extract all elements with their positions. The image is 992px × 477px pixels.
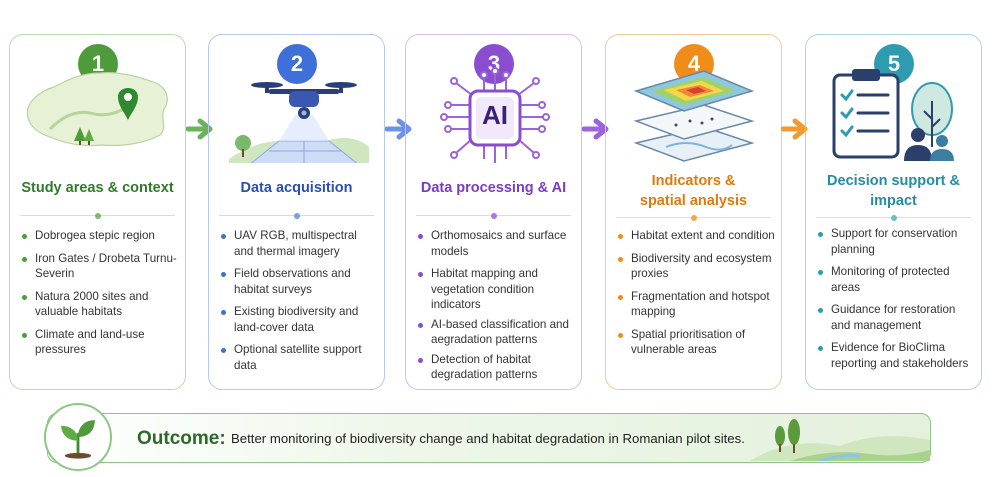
step-card-3: 3 AI Data processing & AI Orthomosaics a… xyxy=(405,34,582,390)
landscape-illustration xyxy=(750,419,930,461)
list-item: Dobrogea stepic region xyxy=(22,228,179,244)
drone-icon xyxy=(251,82,357,119)
step-bullets-3: Orthomosaics and surface models Habitat … xyxy=(418,228,575,390)
location-pin-icon xyxy=(118,88,138,121)
step-title-2: Data acquisition xyxy=(240,180,353,196)
step-title-5: Decision support & impact xyxy=(827,173,960,209)
list-item: Spatial prioritisation of vulnerable are… xyxy=(618,327,775,358)
flow-arrow-2 xyxy=(385,118,412,140)
clipboard-icon xyxy=(832,69,900,159)
list-item: Climate and land-use pressures xyxy=(22,327,179,358)
list-item: UAV RGB, multispectral and thermal image… xyxy=(221,228,378,259)
step-title-1: Study areas & context xyxy=(21,180,174,196)
tree-icon xyxy=(911,82,953,147)
flow-arrow-1 xyxy=(186,118,213,140)
step-card-2: 2 Data acquisition UAV RGB, multispectra… xyxy=(208,34,385,390)
list-item: Natura 2000 sites and valuable habitats xyxy=(22,289,179,320)
list-item: Habitat extent and condition xyxy=(618,228,775,244)
people-icon xyxy=(904,128,954,161)
outcome-bar xyxy=(47,413,931,463)
drone-illustration xyxy=(229,82,369,163)
list-item: Support for conservation planning xyxy=(818,226,975,257)
outcome-text: Better monitoring of biodiversity change… xyxy=(231,431,745,446)
list-item: Orthomosaics and surface models xyxy=(418,228,575,259)
ai-chip-illustration xyxy=(440,67,550,163)
step-card-1: 1 Study areas & context Dobrogea stepic … xyxy=(9,34,186,390)
list-item: Monitoring of protected areas xyxy=(818,264,975,295)
list-item: Fragmentation and hotspot mapping xyxy=(618,289,775,320)
step-card-5: 5 Decision support & impact Support fo xyxy=(805,34,982,390)
step-card-4: 4 Indicators & spatial analysis Habitat … xyxy=(605,34,782,390)
list-item: AI-based classification and aegradation … xyxy=(418,317,575,348)
step-bullets-2: UAV RGB, multispectral and thermal image… xyxy=(221,228,378,380)
ai-chip-label: AI xyxy=(482,100,508,130)
list-item: Biodiversity and ecosystem proxies xyxy=(618,251,775,282)
step-divider-5 xyxy=(816,214,971,221)
tree-icon xyxy=(235,135,251,157)
outcome-icon-circle xyxy=(44,403,112,471)
list-item: Habitat mapping and vegetation condition… xyxy=(418,266,575,313)
list-item: Existing biodiversity and land-cover dat… xyxy=(221,304,378,335)
step-divider-2 xyxy=(219,212,374,219)
step-title-4: Indicators & spatial analysis xyxy=(639,173,748,209)
sprout-icon xyxy=(61,420,95,459)
step-divider-3 xyxy=(416,212,571,219)
step-bullets-1: Dobrogea stepic region Iron Gates / Drob… xyxy=(22,228,179,365)
flow-arrow-3 xyxy=(582,118,609,140)
step-divider-4 xyxy=(616,214,771,221)
list-item: Guidance for restoration and management xyxy=(818,302,975,333)
step-bullets-4: Habitat extent and condition Biodiversit… xyxy=(618,228,775,365)
outcome-label: Outcome: xyxy=(137,428,226,449)
decision-support-illustration xyxy=(832,69,954,161)
step-badge-2: 2 xyxy=(277,44,317,84)
list-item: Detection of habitat degradation pattern… xyxy=(418,352,575,383)
list-item: Iron Gates / Drobeta Turnu-Severin xyxy=(22,251,179,282)
step-bullets-5: Support for conservation planning Monito… xyxy=(818,226,975,378)
list-item: Evidence for BioClima reporting and stak… xyxy=(818,340,975,371)
list-item: Field observations and habitat surveys xyxy=(221,266,378,297)
step-title-3: Data processing & AI xyxy=(420,180,567,196)
list-item: Optional satellite support data xyxy=(221,342,378,373)
romania-map-illustration xyxy=(26,72,168,147)
map-layers-illustration xyxy=(633,70,755,162)
step-divider-1 xyxy=(20,212,175,219)
tree-icon xyxy=(74,127,94,145)
